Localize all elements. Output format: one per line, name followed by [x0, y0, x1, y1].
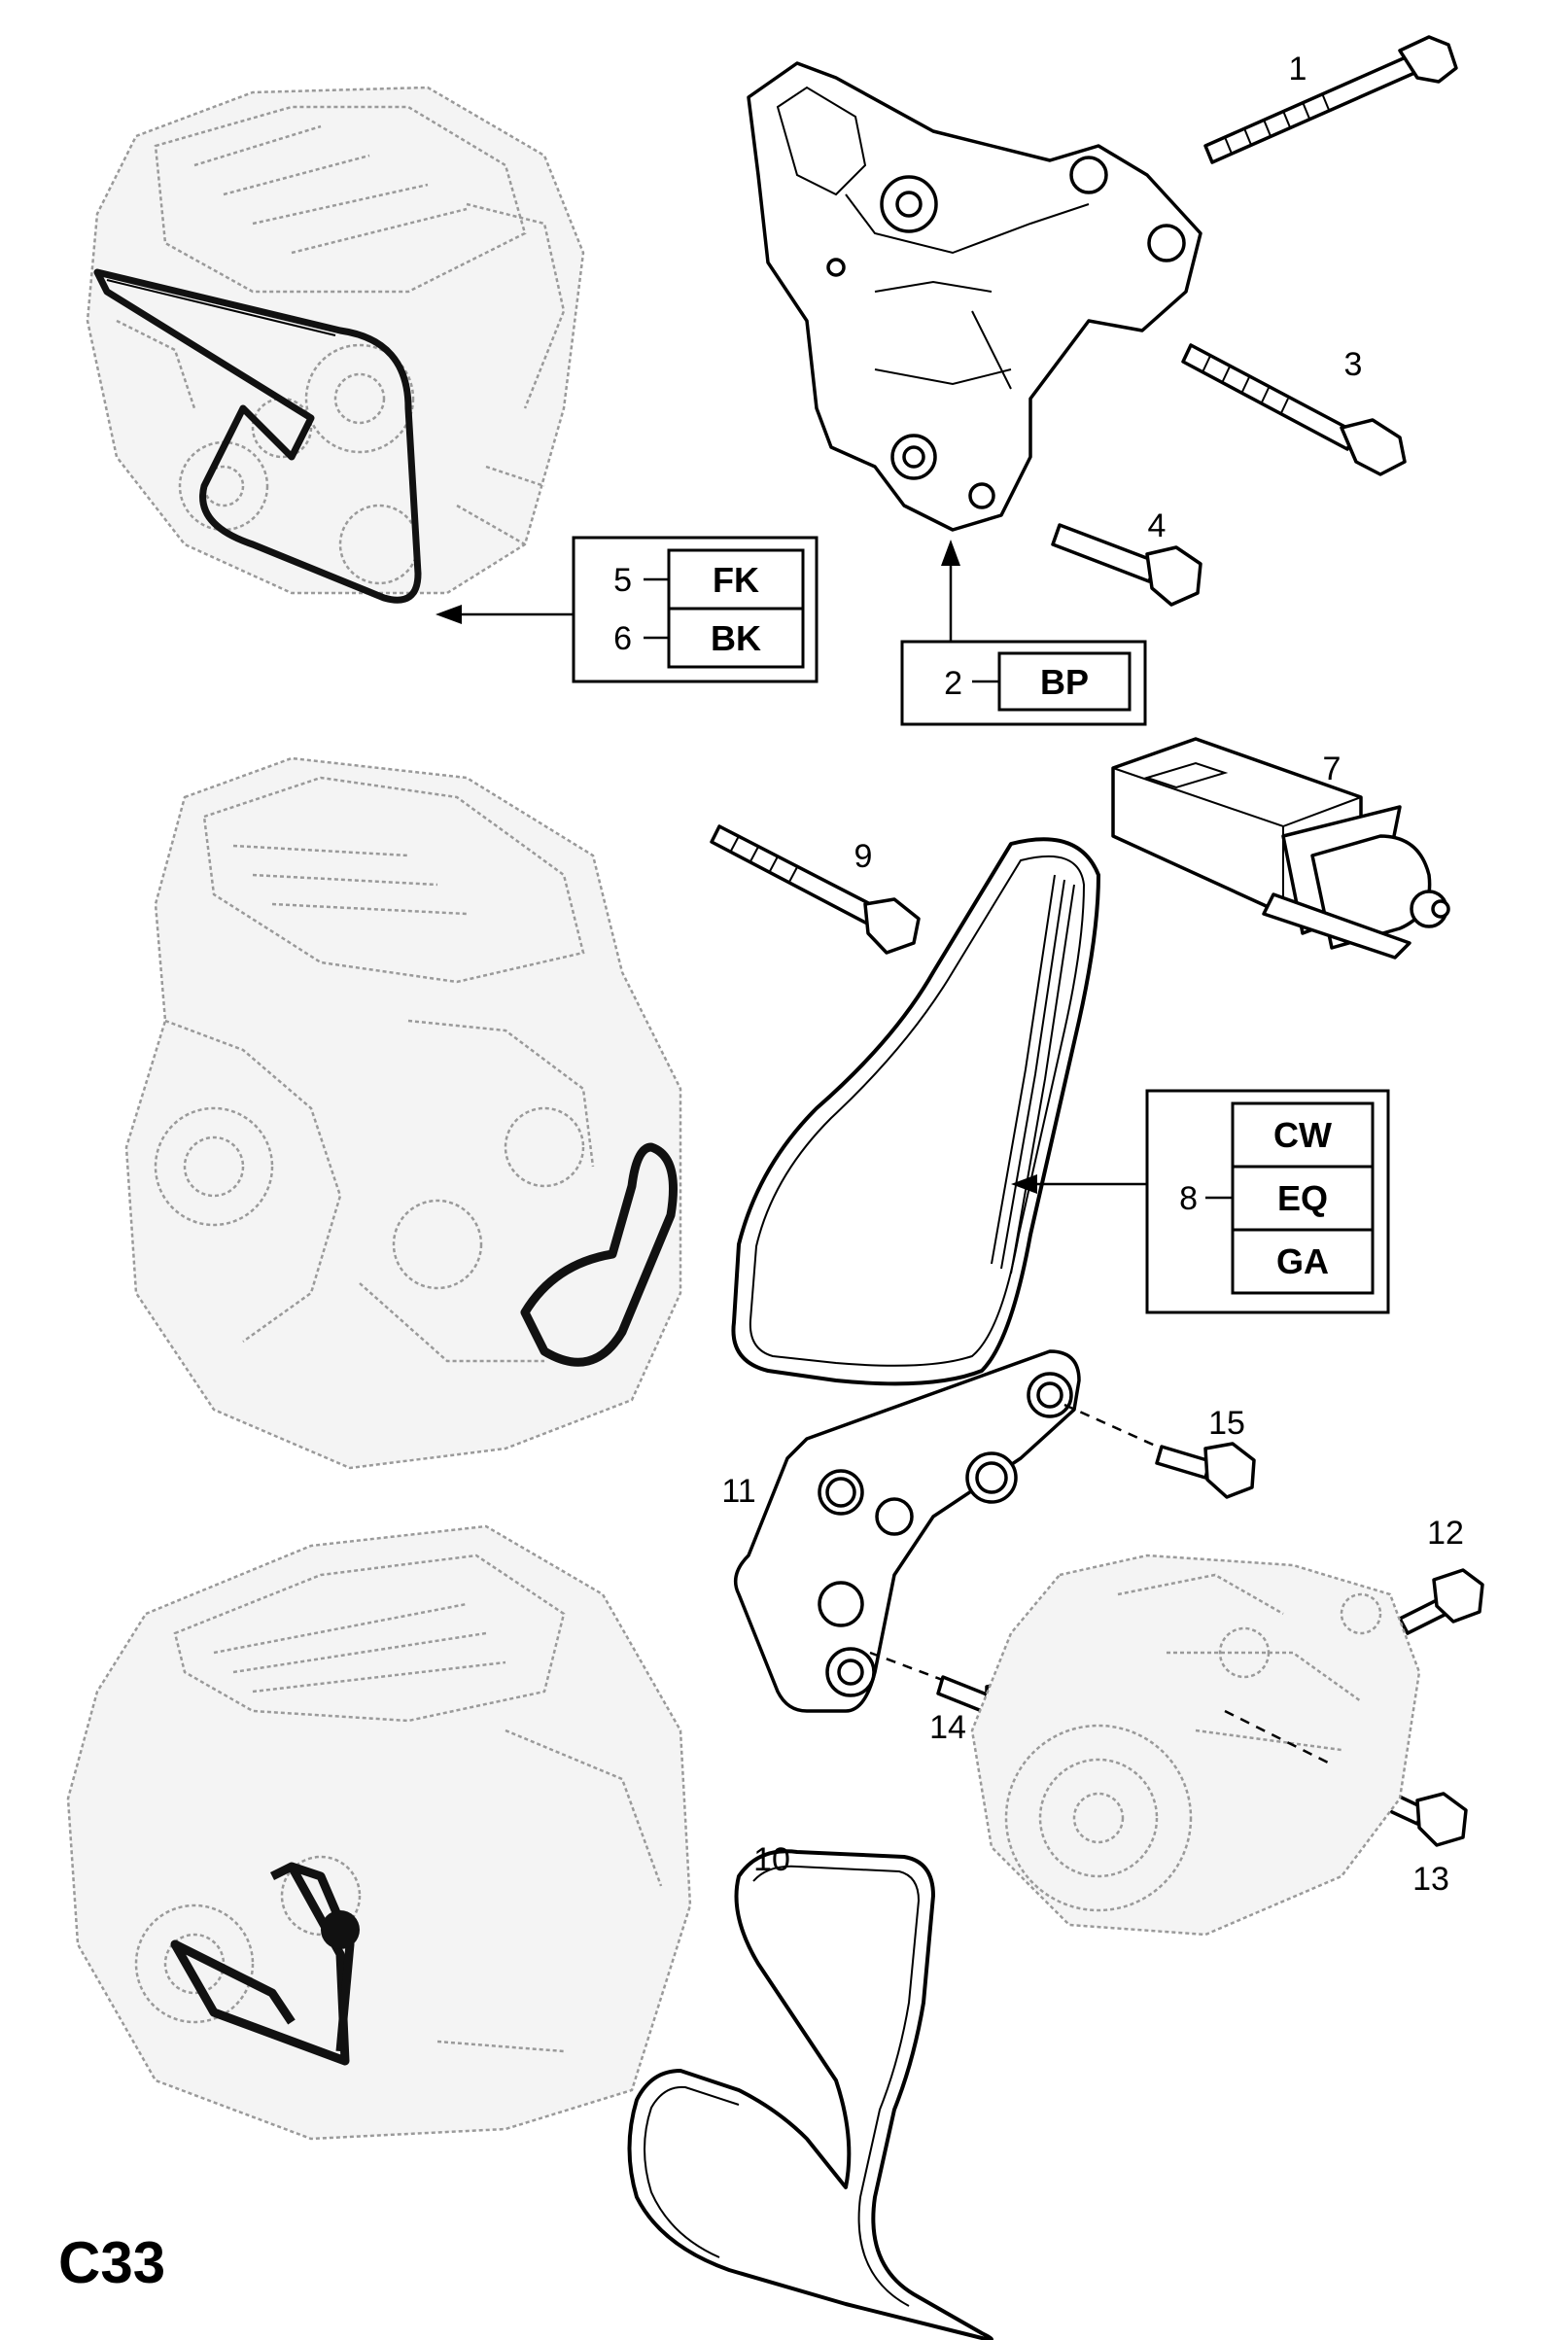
engine-illustration-bottom: [66, 1524, 692, 2141]
bracket-part-2: [747, 61, 1202, 532]
belt-part-10: 10: [627, 1841, 993, 2340]
bolt-part-4: 4: [1051, 507, 1202, 607]
bolt-part-1: 1: [1203, 35, 1458, 164]
code-box-2: 2 BP: [900, 640, 1147, 726]
belt-part-8: [731, 837, 1100, 1386]
callout-4: 4: [1148, 507, 1167, 544]
code-ga: GA: [1276, 1241, 1329, 1281]
code-box-8: 8 CW EQ GA: [1145, 1089, 1390, 1314]
mounting-plate-part-11: 11: [721, 1349, 1081, 1713]
callout-8: 8: [1179, 1180, 1198, 1217]
callout-15: 15: [1208, 1405, 1245, 1442]
bolt-part-3: 3: [1181, 343, 1407, 476]
callout-11: 11: [721, 1473, 755, 1510]
callout-10: 10: [753, 1841, 790, 1878]
code-fk: FK: [713, 560, 759, 600]
engine-illustration-middle: [124, 756, 682, 1470]
code-cw: CW: [1273, 1115, 1332, 1155]
callout-1: 1: [1289, 51, 1307, 87]
callout-7: 7: [1323, 751, 1342, 787]
arrow-head: [941, 540, 960, 566]
arrow-head: [1011, 1174, 1037, 1194]
code-eq: EQ: [1277, 1178, 1328, 1218]
bolt-part-15: 15: [1155, 1405, 1256, 1499]
tensioner-part-7: 7: [1111, 737, 1450, 960]
bolt-part-12: 12: [1398, 1515, 1484, 1635]
code-box-5-6: 5 6 FK BK: [572, 536, 819, 683]
callout-5: 5: [613, 562, 632, 599]
code-bk: BK: [711, 618, 761, 658]
dashed-line-14: [869, 1651, 949, 1684]
callout-9: 9: [854, 838, 873, 875]
callout-6: 6: [613, 620, 632, 657]
callout-12: 12: [1427, 1515, 1464, 1552]
code-bp: BP: [1040, 662, 1089, 702]
compressor-illustration: [970, 1554, 1421, 1937]
page-code: C33: [58, 2230, 165, 2295]
engine-illustration-top: [86, 86, 585, 604]
arrow-head: [436, 605, 462, 624]
callout-2: 2: [944, 665, 962, 702]
callout-3: 3: [1344, 346, 1363, 383]
bolt-part-9: 9: [710, 824, 921, 955]
callout-13: 13: [1412, 1861, 1449, 1898]
dashed-line-15: [1063, 1403, 1163, 1450]
callout-14: 14: [929, 1709, 966, 1746]
